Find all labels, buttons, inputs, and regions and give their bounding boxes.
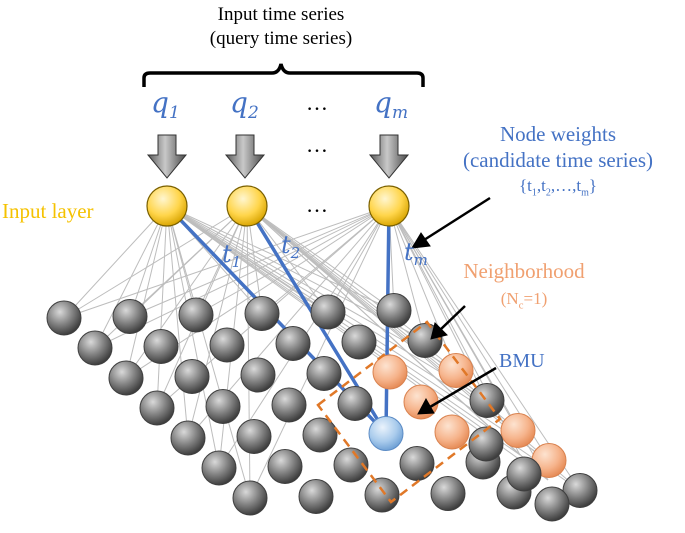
gray-connection: [187, 205, 248, 439]
grid-node: [341, 324, 377, 360]
input-arrows: [146, 134, 410, 179]
weight-label-tm: tm: [404, 238, 428, 269]
neighborhood-node: [434, 414, 470, 450]
grid-node: [267, 449, 303, 484]
gray-connection: [166, 205, 251, 499]
grid-node: [364, 477, 400, 513]
grid-node: [236, 419, 272, 454]
gray-connection: [249, 205, 390, 499]
gray-connection: [156, 205, 168, 409]
neighborhood-arrow: [439, 305, 466, 331]
node-weights-set: {t1,t2,…,tm}: [518, 176, 598, 199]
grid-node: [275, 326, 311, 361]
gray-connection: [246, 205, 251, 499]
neighborhood-node: [500, 413, 536, 448]
input-arrow-m: [368, 134, 410, 179]
callout-arrows: [411, 196, 497, 415]
grid-node: [174, 359, 210, 394]
input-arrow-2: [224, 134, 266, 179]
gray-connection: [125, 205, 168, 379]
weight-label-t2: t2: [281, 231, 301, 262]
grid-node: [112, 299, 148, 334]
grid-node: [232, 480, 268, 516]
grid-node: [399, 446, 435, 481]
grid-node: [302, 417, 338, 453]
grid-node: [108, 360, 144, 396]
neighborhood-node: [372, 354, 408, 390]
grid-node: [430, 476, 466, 511]
title-line-1: Input time series: [217, 4, 345, 25]
neighborhood-line-2: (Nc=1): [500, 289, 548, 312]
bmu-label: BMU: [499, 350, 545, 372]
bmu-arrow: [429, 366, 497, 409]
grid-node: [139, 390, 175, 426]
gray-connection: [388, 205, 457, 371]
grid-node: [209, 327, 245, 363]
grid-node: [468, 426, 504, 462]
gray-connection: [63, 205, 390, 319]
neighborhood-node: [438, 353, 474, 388]
input-label-q1: q1: [151, 86, 180, 123]
node-weights-label: Node weights (candidate time series) {t1…: [448, 121, 668, 206]
grid-node: [46, 300, 82, 336]
grid-node: [306, 356, 342, 391]
gray-connection: [63, 205, 248, 319]
input-node-1: [146, 185, 188, 227]
grid-node: [534, 486, 570, 522]
grid-node: [298, 479, 334, 514]
grid-node: [376, 293, 412, 328]
grid-node: [170, 420, 206, 456]
gray-connection: [166, 205, 189, 439]
input-layer: [146, 185, 410, 227]
input-layer-label: Input layer: [2, 199, 94, 223]
gray-connection: [63, 205, 168, 319]
gray-connection: [246, 205, 329, 313]
input-arrow-1: [146, 134, 188, 179]
input-label-qm: qm: [374, 86, 409, 123]
grid-node: [205, 389, 241, 424]
grid-node: [244, 296, 280, 331]
input-node-m: [368, 185, 410, 227]
input-label-q2: q2: [230, 86, 259, 123]
gray-connection: [166, 205, 521, 456]
input-brace: [142, 63, 425, 87]
arrow-row-ellipsis: …: [306, 132, 328, 157]
input-label-ellipsis: …: [306, 90, 328, 115]
grid-node: [143, 329, 179, 364]
grid-node: [469, 383, 505, 418]
weight-label-t1: t1: [222, 240, 242, 271]
gray-connection: [195, 205, 390, 316]
neighborhood-line-1: Neighborhood: [463, 259, 585, 283]
grid-node: [178, 297, 214, 333]
node-row-ellipsis: …: [306, 192, 328, 217]
bmu-node: [368, 416, 404, 451]
som-grid: [46, 293, 598, 522]
grid-node: [201, 450, 237, 486]
node-weights-line-1: Node weights: [499, 122, 617, 146]
node-weights-arrow: [423, 196, 491, 242]
grid-node: [337, 386, 373, 421]
grid-node: [310, 294, 346, 330]
node-weights-line-2: (candidate time series): [462, 148, 654, 172]
title: Input time series (query time series): [196, 3, 366, 51]
grid-node: [506, 456, 542, 492]
grid-node: [333, 447, 369, 483]
neighborhood-label: Neighborhood (Nc=1): [449, 258, 599, 319]
title-line-2: (query time series): [209, 28, 353, 49]
input-node-2: [226, 185, 268, 227]
gray-connection: [388, 205, 426, 341]
grid-node: [271, 387, 307, 423]
gray-connection: [246, 205, 395, 311]
grid-node: [240, 357, 276, 393]
grid-node: [77, 330, 113, 366]
neighborhood-box: [316, 320, 502, 504]
gray-connection: [129, 205, 390, 317]
